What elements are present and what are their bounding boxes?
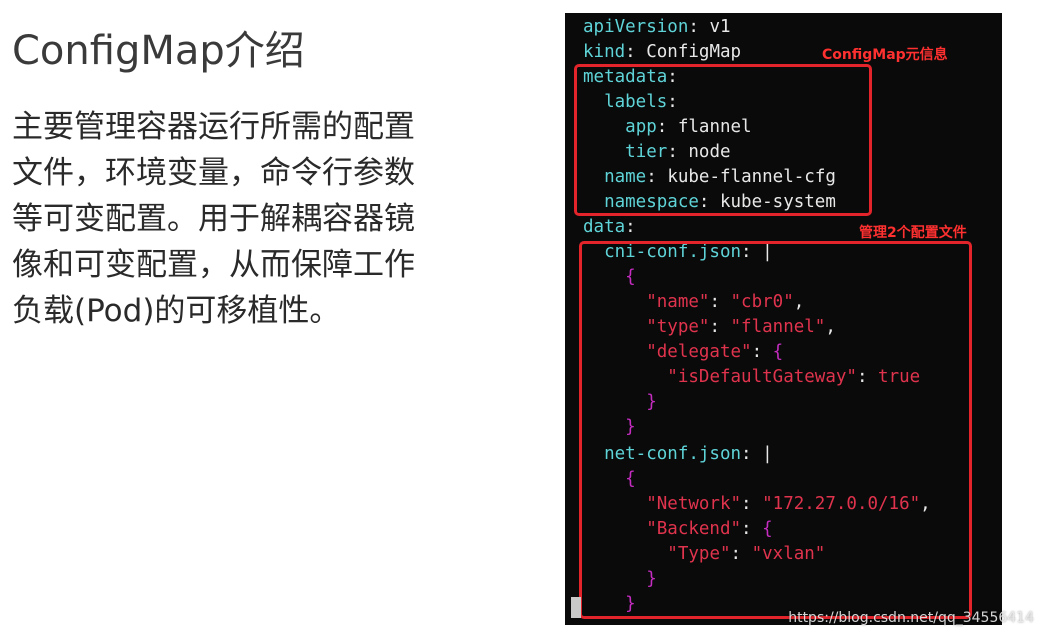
json-brace: }	[625, 417, 636, 437]
json-key: "Backend"	[646, 519, 742, 539]
json-brace: {	[762, 519, 773, 539]
code-line-name: name: kube-flannel-cfg	[604, 167, 836, 187]
json-value: "flannel"	[730, 317, 826, 337]
code-line-json-type: "type": "flannel",	[646, 317, 836, 337]
body-line: 像和可变配置，从而保障工作	[12, 247, 415, 283]
json-value: "cbr0"	[730, 292, 794, 312]
body-line: 文件，环境变量，命令行参数	[12, 155, 415, 191]
yaml-value: kube-system	[719, 192, 836, 212]
yaml-key: namespace	[604, 192, 699, 212]
yaml-value: kube-flannel-cfg	[667, 167, 836, 187]
terminal-cursor	[571, 597, 581, 618]
yaml-key: data	[583, 217, 626, 237]
metadata-annotation: ConfigMap元信息	[822, 47, 948, 63]
json-key: "Network"	[646, 494, 742, 514]
code-line-net-conf: net-conf.json: |	[604, 444, 773, 464]
code-line-json-gateway: "isDefaultGateway": true	[667, 367, 921, 387]
yaml-key: app	[625, 117, 657, 137]
yaml-key: name	[604, 167, 647, 187]
json-key: "isDefaultGateway"	[667, 367, 857, 387]
body-line: 负载(Pod)的可移植性。	[12, 293, 341, 329]
yaml-key: labels	[604, 92, 668, 112]
code-line-json-backend: "Backend": {	[646, 519, 773, 539]
yaml-key: metadata	[583, 67, 668, 87]
json-brace: }	[625, 594, 636, 614]
code-line-tier: tier: node	[625, 142, 731, 162]
json-value: true	[878, 367, 921, 387]
json-key: "type"	[646, 317, 710, 337]
code-line-brace: {	[583, 265, 636, 290]
body-line: 等可变配置。用于解耦容器镜	[12, 201, 415, 237]
json-value: "172.27.0.0/16"	[762, 494, 921, 514]
metadata-highlight-box	[574, 64, 872, 216]
slide-title: ConfigMap介绍	[12, 28, 305, 74]
code-line-brace: }	[583, 415, 636, 440]
yaml-value: node	[688, 142, 731, 162]
json-key: "name"	[646, 292, 710, 312]
code-line-brace: }	[583, 390, 657, 415]
json-key: "Type"	[667, 544, 731, 564]
yaml-value: |	[762, 444, 773, 464]
slide-body: 主要管理容器运行所需的配置 文件，环境变量，命令行参数 等可变配置。用于解耦容器…	[12, 104, 452, 334]
yaml-value: flannel	[677, 117, 752, 137]
json-key: "delegate"	[646, 342, 752, 362]
code-line-json-network: "Network": "172.27.0.0/16",	[646, 494, 931, 514]
yaml-value: ConfigMap	[646, 42, 742, 62]
yaml-key: tier	[625, 142, 668, 162]
code-line-metadata: metadata:	[583, 67, 678, 87]
code-line-apiversion: apiVersion: v1	[583, 17, 731, 37]
yaml-value: v1	[709, 17, 731, 37]
code-terminal: apiVersion: v1 kind: ConfigMap metadata:…	[565, 13, 1002, 625]
data-annotation: 管理2个配置文件	[859, 225, 967, 241]
code-line-kind: kind: ConfigMap	[583, 42, 742, 62]
code-line-json-delegate: "delegate": {	[646, 342, 784, 362]
json-brace: {	[772, 342, 784, 362]
yaml-key: apiVersion	[583, 17, 689, 37]
code-line-cni-conf: cni-conf.json: |	[604, 242, 773, 262]
json-brace: {	[625, 267, 636, 287]
yaml-key: net-conf.json	[604, 444, 742, 464]
code-line-labels: labels:	[604, 92, 678, 112]
watermark: https://blog.csdn.net/qq_34556414	[788, 610, 1034, 626]
body-line: 主要管理容器运行所需的配置	[12, 109, 415, 145]
json-value: "vxlan"	[751, 544, 826, 564]
code-line-app: app: flannel	[625, 117, 752, 137]
code-line-namespace: namespace: kube-system	[604, 192, 836, 212]
json-brace: }	[646, 392, 657, 412]
code-line-json-name: "name": "cbr0",	[646, 292, 805, 312]
json-brace: }	[646, 569, 657, 589]
code-line-brace: {	[583, 467, 636, 492]
code-line-brace: }	[583, 567, 657, 592]
yaml-value: |	[762, 242, 773, 262]
yaml-key: cni-conf.json	[604, 242, 742, 262]
code-line-brace: }	[583, 592, 636, 617]
json-brace: {	[625, 469, 636, 489]
code-line-data: data:	[583, 217, 636, 237]
code-line-json-type-vxlan: "Type": "vxlan"	[667, 544, 826, 564]
yaml-key: kind	[583, 42, 626, 62]
data-highlight-box	[579, 241, 972, 619]
